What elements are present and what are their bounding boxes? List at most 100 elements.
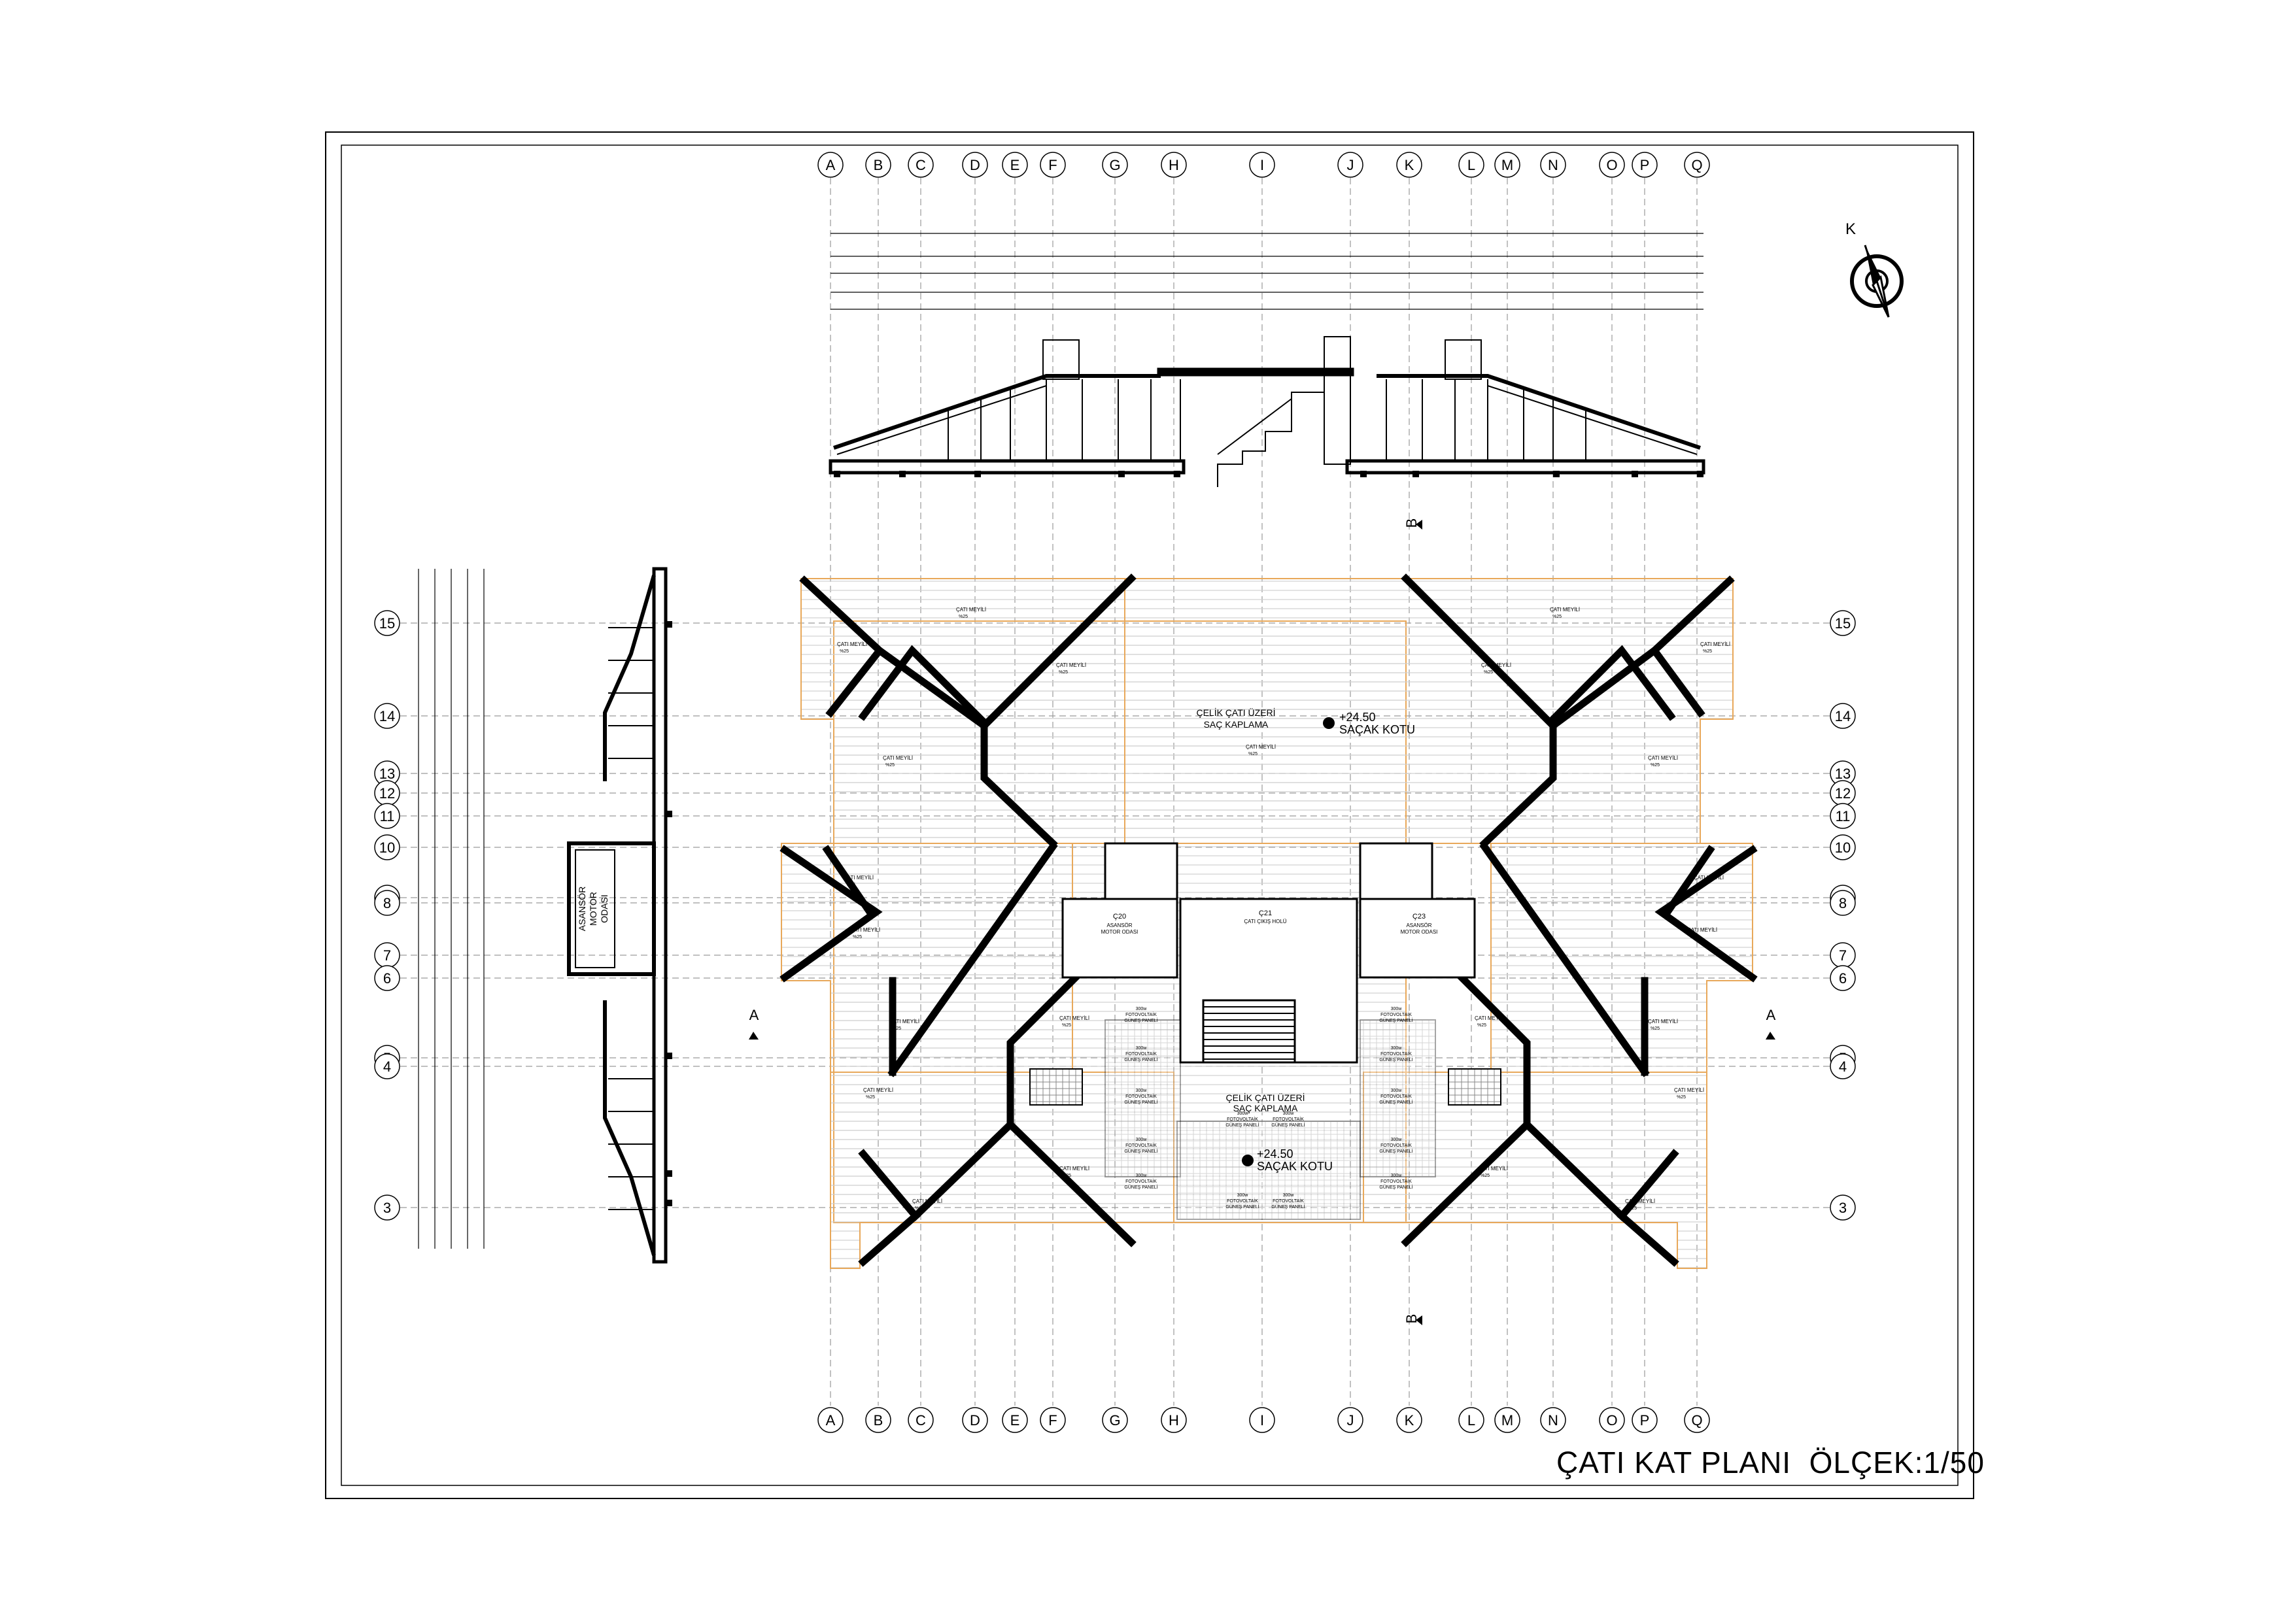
svg-text:FOTOVOLTAİK: FOTOVOLTAİK	[1273, 1198, 1304, 1204]
grid-bubble-row-14-left: 14	[374, 703, 400, 729]
grid-bubble-col-L-top: L	[1458, 152, 1484, 178]
svg-text:10: 10	[1835, 839, 1851, 856]
svg-text:F: F	[1048, 1412, 1057, 1429]
svg-text:ÇATI MEYİLİ: ÇATI MEYİLİ	[1674, 1087, 1704, 1093]
svg-text:ÇATI MEYİLİ: ÇATI MEYİLİ	[837, 641, 867, 647]
grid-bubble-row-14-right: 14	[1830, 703, 1856, 729]
roof-cover-bottom-line1: ÇELİK ÇATI ÜZERİ	[1225, 1092, 1305, 1103]
svg-text:A: A	[826, 1412, 836, 1429]
roof-slope-label: ÇATI MEYİLİ%25	[912, 1198, 942, 1211]
svg-text:14: 14	[1835, 708, 1851, 724]
roof-cover-top-line2: SAÇ KAPLAMA	[1204, 719, 1269, 730]
roof-slope-label: ÇATI MEYİLİ%25	[956, 607, 986, 619]
svg-text:I: I	[1260, 1412, 1264, 1429]
roof-slope-label: ÇATI MEYİLİ%25	[850, 927, 880, 939]
top-dimension-chains	[830, 233, 1703, 310]
svg-text:FOTOVOLTAİK: FOTOVOLTAİK	[1380, 1093, 1412, 1099]
grid-bubble-col-D-top: D	[962, 152, 988, 178]
room-text-left-1: ASANSÖR	[1106, 922, 1132, 928]
svg-text:H: H	[1169, 1412, 1179, 1429]
svg-text:ÇATI MEYİLİ: ÇATI MEYİLİ	[883, 755, 913, 761]
grid-bubble-col-D-bottom: D	[962, 1407, 988, 1433]
svg-text:FOTOVOLTAİK: FOTOVOLTAİK	[1380, 1178, 1412, 1184]
section-marker-left-label: A	[749, 1007, 759, 1023]
machine-room-left-top	[1104, 842, 1178, 900]
svg-text:O: O	[1606, 157, 1617, 173]
svg-text:D: D	[970, 1412, 980, 1429]
svg-text:E: E	[1010, 1412, 1020, 1429]
svg-text:ÇATI MEYİLİ: ÇATI MEYİLİ	[1059, 1166, 1089, 1172]
svg-text:A: A	[826, 157, 836, 173]
svg-text:ÇATI MEYİLİ: ÇATI MEYİLİ	[1550, 607, 1580, 613]
svg-text:ÇATI MEYİLİ: ÇATI MEYİLİ	[1687, 927, 1717, 933]
grid-bubble-row-12-left: 12	[374, 780, 400, 806]
svg-text:FOTOVOLTAİK: FOTOVOLTAİK	[1125, 1178, 1157, 1184]
grid-bubble-row-3-left: 3	[374, 1194, 400, 1221]
svg-text:GÜNEŞ PANELİ: GÜNEŞ PANELİ	[1124, 1184, 1157, 1190]
section-glazing-right	[1350, 379, 1586, 461]
svg-text:GÜNEŞ PANELİ: GÜNEŞ PANELİ	[1379, 1017, 1412, 1023]
svg-text:14: 14	[379, 708, 395, 724]
svg-text:P: P	[1640, 157, 1650, 173]
svg-text:4: 4	[1839, 1058, 1847, 1075]
svg-text:M: M	[1501, 1412, 1513, 1429]
section-piers	[834, 471, 1703, 477]
grid-bubble-row-8-left: 8	[374, 890, 400, 916]
grid-bubble-col-O-bottom: O	[1599, 1407, 1625, 1433]
left-section-room-label-3: ODASI	[599, 894, 609, 923]
left-section-room-label-2: MOTOR	[588, 892, 598, 926]
svg-text:ÇATI MEYİLİ: ÇATI MEYİLİ	[863, 1087, 893, 1093]
svg-text:GÜNEŞ PANELİ: GÜNEŞ PANELİ	[1225, 1122, 1259, 1128]
room-tag-left: Ç20	[1113, 913, 1126, 921]
svg-text:ÇATI MEYİLİ: ÇATI MEYİLİ	[1700, 641, 1730, 647]
svg-text:%25: %25	[1696, 883, 1705, 887]
svg-text:300w: 300w	[1136, 1138, 1148, 1142]
svg-text:%25: %25	[1062, 1023, 1071, 1028]
grid-bubble-col-B-bottom: B	[865, 1407, 891, 1433]
grid-bubble-col-I-bottom: I	[1249, 1407, 1275, 1433]
svg-text:GÜNEŞ PANELİ: GÜNEŞ PANELİ	[1379, 1148, 1412, 1154]
svg-text:Q: Q	[1691, 1412, 1702, 1429]
level-markers	[1242, 717, 1335, 1166]
section-markers: A A B B	[749, 518, 1776, 1325]
roof-slope-label: ÇATI MEYİLİ%25	[1475, 1015, 1505, 1028]
svg-text:300w: 300w	[1237, 1111, 1249, 1116]
svg-text:GÜNEŞ PANELİ: GÜNEŞ PANELİ	[1124, 1017, 1157, 1023]
solar-panel-array-right-1	[1104, 1019, 1181, 1177]
svg-text:FOTOVOLTAİK: FOTOVOLTAİK	[1380, 1142, 1412, 1148]
left-section-glazing	[608, 627, 654, 1210]
svg-text:%25: %25	[1481, 1174, 1490, 1178]
svg-text:%25: %25	[1703, 649, 1712, 654]
roof-cover-top-line1: ÇELİK ÇATI ÜZERİ	[1196, 707, 1275, 718]
eave-level-top-value: +24.50	[1339, 711, 1376, 724]
svg-text:6: 6	[383, 970, 391, 987]
svg-text:300w: 300w	[1136, 1007, 1148, 1011]
svg-text:FOTOVOLTAİK: FOTOVOLTAİK	[1125, 1142, 1157, 1148]
svg-text:%25: %25	[1651, 763, 1660, 768]
svg-text:ÇATI MEYİLİ: ÇATI MEYİLİ	[1648, 755, 1678, 761]
svg-text:ÇATI MEYİLİ: ÇATI MEYİLİ	[850, 927, 880, 933]
sheet-title: ÇATI KAT PLANI ÖLÇEK:1/50	[1556, 1446, 1985, 1480]
svg-text:300w: 300w	[1237, 1193, 1249, 1198]
grid-bubble-col-K-bottom: K	[1396, 1407, 1422, 1433]
svg-text:%25: %25	[915, 1206, 924, 1211]
svg-text:15: 15	[379, 615, 395, 632]
roof-slope-label: ÇATI MEYİLİ%25	[1059, 1015, 1089, 1028]
roof-slope-label: ÇATI MEYİLİ%25	[1056, 662, 1086, 675]
svg-text:FOTOVOLTAİK: FOTOVOLTAİK	[1227, 1198, 1258, 1204]
grid-bubble-row-3-right: 3	[1830, 1194, 1856, 1221]
roof-slope-label: ÇATI MEYİLİ %25	[1059, 1166, 1089, 1178]
grid-bubble-row-15-right: 15	[1830, 610, 1856, 636]
grid-bubble-col-F-bottom: F	[1040, 1407, 1066, 1433]
grid-bubble-col-G-top: G	[1102, 152, 1128, 178]
svg-text:300w: 300w	[1283, 1111, 1295, 1116]
svg-text:ÇATI MEYİLİ: ÇATI MEYİLİ	[844, 875, 874, 881]
svg-text:%25: %25	[1062, 1174, 1071, 1178]
